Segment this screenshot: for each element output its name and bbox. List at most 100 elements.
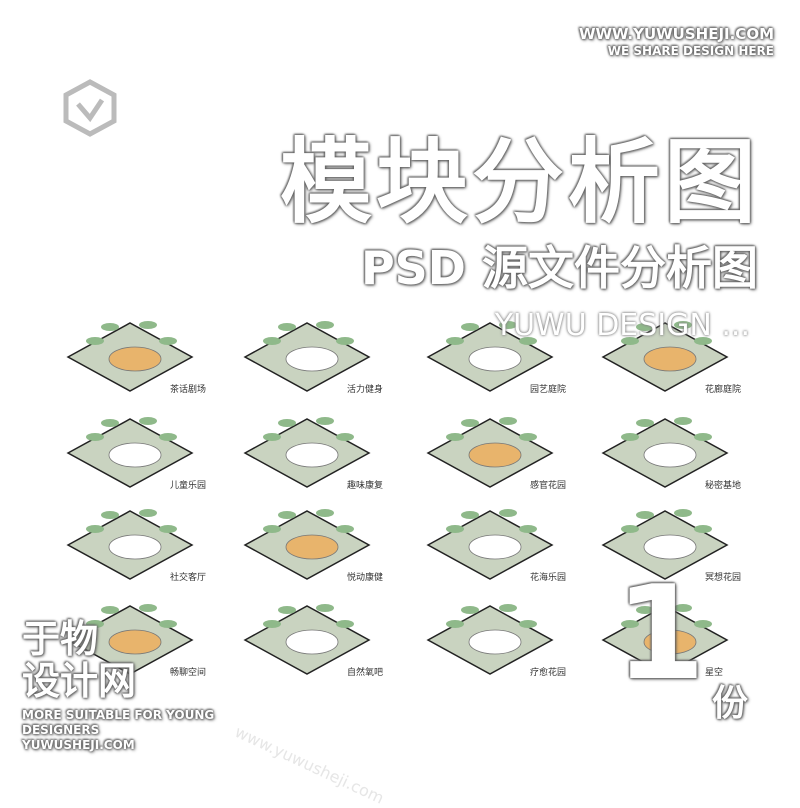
tree-icon xyxy=(86,525,104,533)
tile-feature xyxy=(108,629,162,655)
module-tile xyxy=(66,604,194,675)
tree-icon xyxy=(86,433,104,441)
tree-icon xyxy=(694,433,712,441)
tile-label: 畅聊空间 xyxy=(170,668,207,678)
tree-icon xyxy=(336,525,354,533)
tree-icon xyxy=(101,419,119,427)
tree-icon xyxy=(499,321,517,329)
module-tile xyxy=(243,509,371,580)
module-tile xyxy=(601,321,729,392)
tile-label: 园艺庭院 xyxy=(530,385,567,395)
tree-icon xyxy=(674,417,692,425)
footer-url: YUWUSHEJI.COM xyxy=(22,738,135,752)
tree-icon xyxy=(316,417,334,425)
module-tile xyxy=(426,604,554,675)
tile-label: 社交客厅 xyxy=(170,573,207,583)
tree-icon xyxy=(461,323,479,331)
tree-icon xyxy=(159,433,177,441)
module-tile xyxy=(426,321,554,392)
module-tile xyxy=(426,509,554,580)
site-url: WWW.YUWUSHEJI.COM xyxy=(578,25,774,43)
tree-icon xyxy=(263,525,281,533)
tree-icon xyxy=(446,525,464,533)
tile-feature xyxy=(468,534,522,560)
tile-feature xyxy=(108,442,162,468)
tile-label: 悦动康健 xyxy=(347,573,384,583)
tile-label: 茶话剧场 xyxy=(170,385,207,395)
tile-feature xyxy=(285,346,339,372)
tree-icon xyxy=(519,525,537,533)
tree-icon xyxy=(336,337,354,345)
tree-icon xyxy=(499,417,517,425)
tree-icon xyxy=(139,509,157,517)
tile-label: 活力健身 xyxy=(347,385,384,395)
tree-icon xyxy=(159,525,177,533)
tile-feature xyxy=(468,346,522,372)
tree-icon xyxy=(263,433,281,441)
tile-label: 星空 xyxy=(705,668,724,678)
tree-icon xyxy=(139,417,157,425)
tile-feature xyxy=(285,534,339,560)
tree-icon xyxy=(674,604,692,612)
tree-icon xyxy=(636,606,654,614)
tree-icon xyxy=(694,620,712,628)
tile-feature xyxy=(643,442,697,468)
tile-label: 秘密基地 xyxy=(705,481,742,491)
tile-feature xyxy=(643,629,697,655)
module-tile xyxy=(601,509,729,580)
tree-icon xyxy=(519,337,537,345)
tree-icon xyxy=(278,419,296,427)
tree-icon xyxy=(621,337,639,345)
tree-icon xyxy=(86,337,104,345)
module-tile xyxy=(66,321,194,392)
module-tile xyxy=(601,604,729,675)
tile-feature xyxy=(108,346,162,372)
brand-overlay: YUWU DESIGN ... xyxy=(494,308,750,343)
logo-icon xyxy=(63,79,117,137)
count-number: 1 xyxy=(615,557,706,709)
tile-feature xyxy=(285,442,339,468)
tree-icon xyxy=(278,606,296,614)
tree-icon xyxy=(461,419,479,427)
tree-icon xyxy=(263,337,281,345)
tagline: WE SHARE DESIGN HERE xyxy=(607,44,774,58)
tree-icon xyxy=(461,606,479,614)
tree-icon xyxy=(461,511,479,519)
tree-icon xyxy=(336,433,354,441)
footer-brand-en: MORE SUITABLE FOR YOUNG DESIGNERS YUWUSH… xyxy=(22,708,214,753)
footer-tagline-1: MORE SUITABLE FOR YOUNG xyxy=(22,708,215,722)
tile-label: 花海乐园 xyxy=(530,573,567,583)
tree-icon xyxy=(336,620,354,628)
tree-icon xyxy=(636,323,654,331)
tree-icon xyxy=(674,509,692,517)
tile-feature xyxy=(643,346,697,372)
tile-feature xyxy=(643,534,697,560)
tree-icon xyxy=(636,419,654,427)
footer-brand-line1: 于物 xyxy=(22,617,99,661)
tile-feature xyxy=(285,629,339,655)
module-tile xyxy=(66,417,194,488)
tile-label: 冥想花园 xyxy=(705,573,742,583)
tree-icon xyxy=(101,606,119,614)
tree-icon xyxy=(621,620,639,628)
tree-icon xyxy=(101,511,119,519)
module-tile xyxy=(66,509,194,580)
tree-icon xyxy=(316,604,334,612)
tree-icon xyxy=(446,433,464,441)
tree-icon xyxy=(694,337,712,345)
tile-label: 儿童乐园 xyxy=(170,481,207,491)
tree-icon xyxy=(278,511,296,519)
tree-icon xyxy=(159,337,177,345)
tree-icon xyxy=(636,511,654,519)
count-unit: 份 xyxy=(712,683,749,724)
tree-icon xyxy=(86,620,104,628)
tree-icon xyxy=(278,323,296,331)
module-tile xyxy=(243,417,371,488)
tree-icon xyxy=(519,433,537,441)
tree-icon xyxy=(499,509,517,517)
tile-label: 趣味康复 xyxy=(347,481,384,491)
module-tile xyxy=(601,417,729,488)
tree-icon xyxy=(316,321,334,329)
tree-icon xyxy=(101,323,119,331)
tree-icon xyxy=(674,321,692,329)
